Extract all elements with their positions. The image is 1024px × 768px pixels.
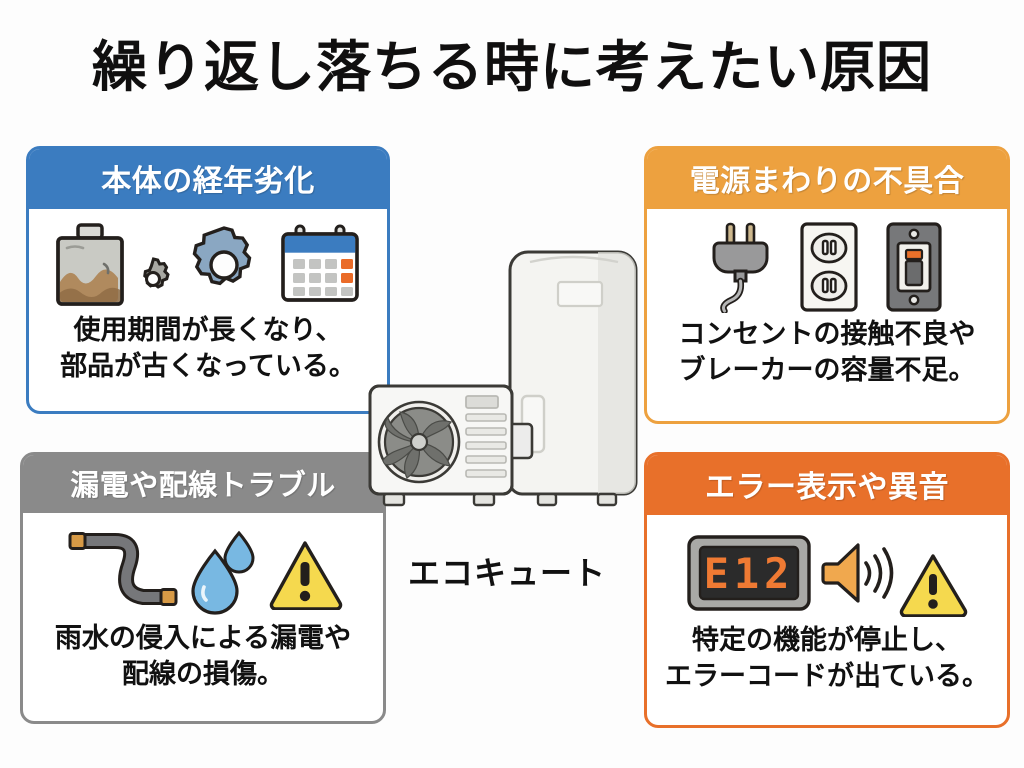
card-power: 電源まわりの不具合 — [644, 146, 1010, 424]
card-leak-header: 漏電や配線トラブル — [23, 455, 383, 513]
card-error-header: エラー表示や異音 — [647, 455, 1007, 515]
warning-triangle-icon — [898, 551, 968, 617]
card-aging-text: 使用期間が長くなり、 部品が古くなっている。 — [60, 315, 356, 381]
card-error-icon-row: E12 — [686, 523, 968, 623]
wall-outlet-icon — [799, 221, 859, 313]
card-aging-body: 使用期間が長くなり、 部品が古くなっている。 — [29, 209, 387, 411]
card-error: エラー表示や異音 E12 — [644, 452, 1010, 728]
ecocute-label: エコキュート — [407, 555, 606, 591]
large-gear-icon — [184, 225, 264, 305]
card-aging: 本体の経年劣化 — [26, 146, 390, 414]
calendar-icon — [278, 223, 362, 307]
card-error-body: E12 — [647, 515, 1007, 725]
damaged-cable-icon — [63, 525, 181, 617]
hot-water-tank-icon — [508, 250, 638, 507]
card-leak-icon-row — [63, 521, 343, 621]
speaker-sound-icon — [820, 537, 898, 609]
corroded-battery-icon — [54, 222, 126, 308]
card-power-icon-row — [711, 217, 943, 317]
card-error-text: 特定の機能が停止し、 エラーコードが出ている。 — [665, 625, 989, 691]
card-leak-text: 雨水の侵入による漏電や 配線の損傷。 — [54, 623, 352, 689]
small-gear-icon — [130, 255, 176, 301]
heat-pump-outdoor-unit-icon — [368, 384, 534, 507]
card-leak-body: 雨水の侵入による漏電や 配線の損傷。 — [23, 513, 383, 721]
card-power-body: コンセントの接触不良や ブレーカーの容量不足。 — [647, 209, 1007, 421]
card-leak: 漏電や配線トラブル — [20, 452, 386, 724]
card-power-text: コンセントの接触不良や ブレーカーの容量不足。 — [678, 319, 976, 385]
warning-triangle-icon — [267, 538, 343, 610]
card-aging-header: 本体の経年劣化 — [29, 149, 387, 209]
error-code-text: E12 — [703, 548, 795, 598]
ecocute-illustration — [362, 238, 652, 538]
card-power-header: 電源まわりの不具合 — [647, 149, 1007, 209]
page-title: 繰り返し落ちる時に考えたい原因 — [91, 36, 932, 98]
breaker-switch-icon — [885, 221, 943, 313]
power-plug-icon — [711, 221, 773, 313]
error-code-display-icon: E12 — [686, 534, 812, 612]
water-drop-icon — [191, 525, 263, 617]
card-aging-icon-row — [54, 217, 362, 313]
